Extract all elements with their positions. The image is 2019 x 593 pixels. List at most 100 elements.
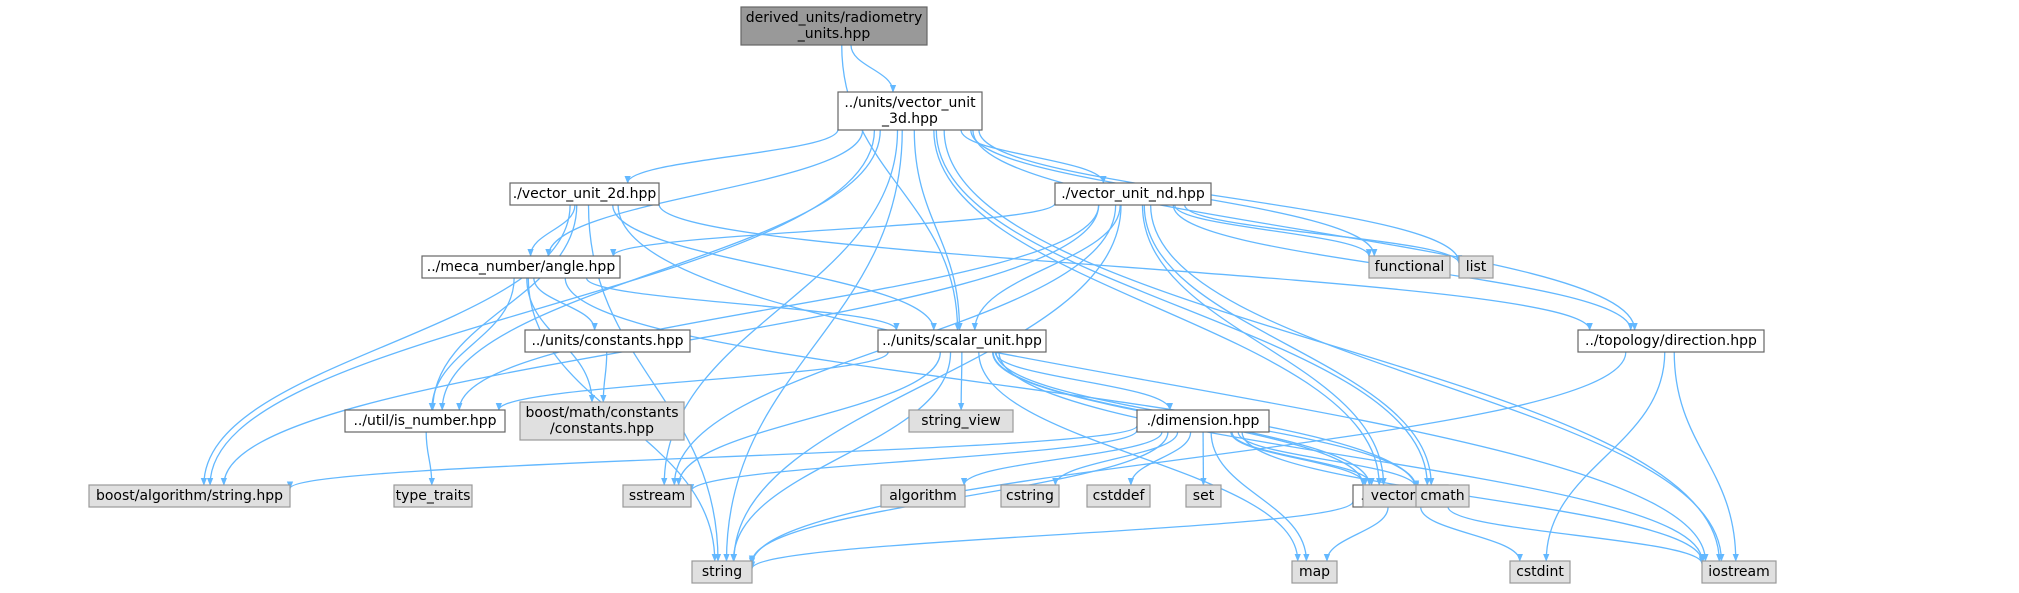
edge-topo-to-iostream <box>1673 351 1739 562</box>
edge-angle-to-scalar <box>585 277 900 331</box>
edge-dim-to-cstring <box>1052 431 1179 486</box>
node-vec2d[interactable]: ./vector_unit_2d.hpp <box>509 182 660 206</box>
edge-vec3d-to-cmath <box>935 129 1431 486</box>
edge-dim-to-sstream <box>687 429 1138 493</box>
node-sstream: sstream <box>622 484 692 508</box>
edge-scalar-to-stringview <box>957 351 965 411</box>
node-typetraits: type_traits <box>393 484 473 508</box>
node-label-boostmath-line-1: /constants.hpp <box>550 421 654 437</box>
node-boostmath: boost/math/constants/constants.hpp <box>519 401 685 441</box>
edge-angle-to-cmath <box>564 277 1420 491</box>
node-label-iostream: iostream <box>1708 564 1770 580</box>
node-dim[interactable]: ./dimension.hpp <box>1136 409 1270 433</box>
node-consts[interactable]: ../units/constants.hpp <box>524 329 691 353</box>
node-box-dim <box>1136 409 1270 433</box>
edge-vecnd-to-iostream <box>1149 204 1725 562</box>
node-algorithm: algorithm <box>880 484 966 508</box>
node-label-list: list <box>1466 259 1487 275</box>
node-cstring: cstring <box>1000 484 1060 508</box>
node-label-vec3d-line-1: _3d.hpp <box>881 111 938 127</box>
node-functional: functional <box>1368 255 1451 279</box>
node-box-boostmath <box>519 401 685 441</box>
edge-vecnd-to-string <box>730 204 1122 562</box>
edge-topo-to-cstdint <box>1543 351 1666 562</box>
node-label-cmath: cmath <box>1420 488 1464 504</box>
node-box-vec3d <box>837 91 983 131</box>
node-box-boostalgo <box>88 484 291 508</box>
node-scalar[interactable]: ../units/scalar_unit.hpp <box>877 329 1047 353</box>
node-label-functional: functional <box>1375 259 1445 275</box>
edge-dim-to-map <box>1210 431 1310 562</box>
edge-consts-to-boostmath <box>600 351 608 403</box>
node-label-vecnd: ./vector_unit_nd.hpp <box>1061 186 1205 202</box>
node-label-boostalgo: boost/algorithm/string.hpp <box>96 488 283 504</box>
node-box-consts <box>524 329 691 353</box>
edge-root-to-vec3d <box>850 44 897 93</box>
edge-dim-to-vector <box>1230 431 1369 486</box>
edge-vec2d-to-angle <box>527 204 576 257</box>
edge-dim-to-boostalgo <box>287 425 1138 490</box>
node-vecnd[interactable]: ./vector_unit_nd.hpp <box>1054 182 1212 206</box>
edge-vec3d-to-vector <box>933 129 1383 486</box>
node-vec3d[interactable]: ../units/vector_unit_3d.hpp <box>837 91 983 131</box>
node-box-sstream <box>622 484 692 508</box>
node-box-isnum <box>344 409 506 433</box>
edge-vec3d-to-vecnd <box>960 129 1107 184</box>
node-map: map <box>1291 560 1338 584</box>
node-label-vec2d: ./vector_unit_2d.hpp <box>513 186 657 202</box>
edge-scalar-to-iostream <box>998 351 1706 562</box>
edge-isnum-to-typetraits <box>425 431 436 486</box>
node-box-set <box>1185 484 1222 508</box>
edge-root-to-scalar <box>841 44 961 331</box>
edge-dim-to-cstddef <box>1127 431 1192 486</box>
edge-scalar-to-string <box>730 351 952 562</box>
edge-topo-to-string <box>748 351 1627 566</box>
node-label-cstddef: cstddef <box>1093 488 1146 504</box>
edge-vec3d-to-scalar <box>913 129 963 331</box>
node-box-typetraits <box>393 484 473 508</box>
node-set: set <box>1185 484 1222 508</box>
node-stringview: string_view <box>908 409 1014 433</box>
edge-scalar-to-dim <box>994 351 1174 411</box>
edge-scalar-to-sstream <box>675 351 942 486</box>
node-root[interactable]: derived_units/radiometry_units.hpp <box>740 6 928 46</box>
node-label-algorithm: algorithm <box>889 488 957 504</box>
edge-scalar-to-isnum <box>495 351 889 411</box>
node-box-algorithm <box>880 484 966 508</box>
node-box-cstring <box>1000 484 1060 508</box>
node-isnum[interactable]: ../util/is_number.hpp <box>344 409 506 433</box>
node-label-typetraits: type_traits <box>396 488 471 504</box>
node-box-functional <box>1368 255 1451 279</box>
node-topo[interactable]: ../topology/direction.hpp <box>1577 329 1765 353</box>
node-angle[interactable]: ../meca_number/angle.hpp <box>421 255 621 279</box>
node-label-consts: ../units/constants.hpp <box>531 333 683 349</box>
node-list: list <box>1458 255 1494 279</box>
node-label-map: map <box>1299 564 1330 580</box>
node-label-topo: ../topology/direction.hpp <box>1585 333 1757 349</box>
node-box-string <box>691 560 753 584</box>
edge-vec3d-to-string <box>723 129 903 562</box>
node-box-stringview <box>908 409 1014 433</box>
node-label-stringview: string_view <box>921 413 1000 429</box>
node-vector: vector <box>1362 484 1424 508</box>
edge-vecnd-to-scalar <box>971 204 1121 331</box>
node-box-vec2d <box>509 182 660 206</box>
node-label-vector: vector <box>1371 488 1416 504</box>
nodes-layer: derived_units/radiometry_units.hpp ../uni… <box>88 6 1777 584</box>
node-box-scalar <box>877 329 1047 353</box>
edge-prefix-to-string <box>748 500 1354 570</box>
node-label-root-line-1: _units.hpp <box>797 26 871 42</box>
node-label-string: string <box>702 564 742 580</box>
node-cmath: cmath <box>1415 484 1470 508</box>
node-box-cstddef <box>1086 484 1151 508</box>
node-label-boostmath-line-0: boost/math/constants <box>526 405 679 421</box>
edge-dim-to-prefix <box>1231 431 1375 486</box>
node-box-list <box>1458 255 1494 279</box>
node-label-isnum: ../util/is_number.hpp <box>353 413 496 429</box>
node-box-vecnd <box>1054 182 1212 206</box>
node-label-angle: ../meca_number/angle.hpp <box>427 259 616 275</box>
edge-vec3d-to-list <box>978 129 1463 264</box>
edge-vecnd-to-angle <box>610 202 1056 257</box>
edge-vec3d-to-topo <box>972 129 1638 331</box>
